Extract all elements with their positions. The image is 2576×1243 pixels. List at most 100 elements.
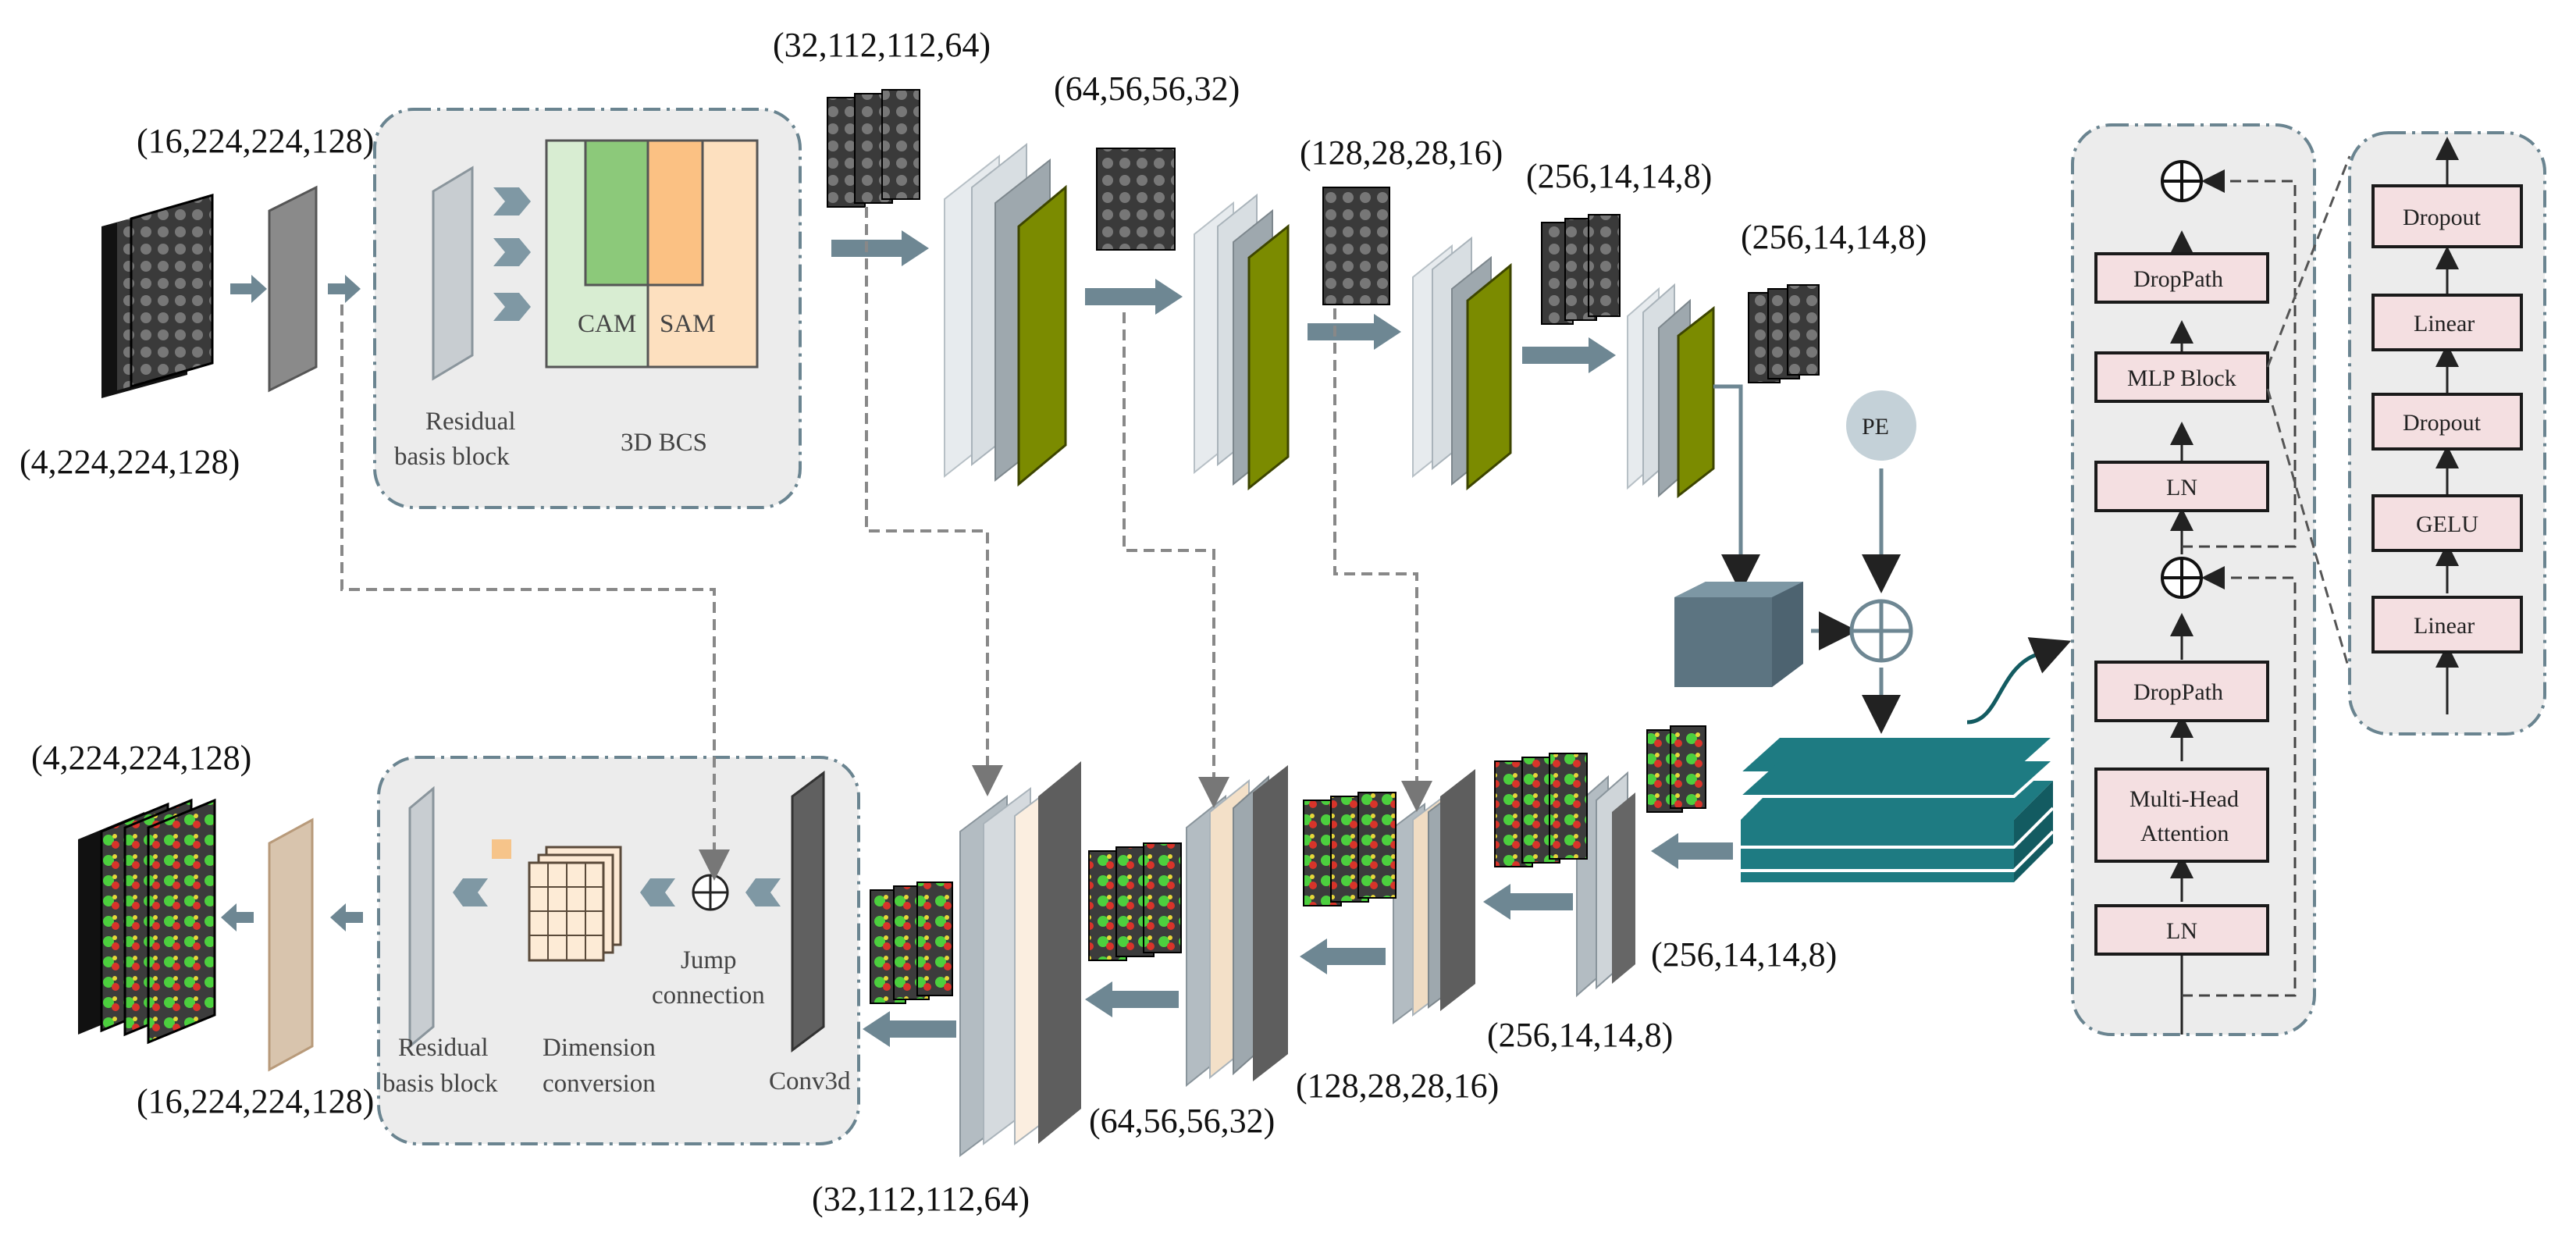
ln-top-label: LN xyxy=(2166,475,2197,500)
bcs-residual-label-2: basis block xyxy=(394,443,510,471)
mlp-linear-bottom-label: Linear xyxy=(2414,613,2475,639)
decoder-seg-map-2 xyxy=(1303,792,1397,906)
mha-label-2: Attention xyxy=(2140,821,2229,846)
output-dim-label: (4,224,224,128) xyxy=(31,739,251,777)
enc-arrow-3 xyxy=(1308,314,1401,350)
mlp-linear-top-label: Linear xyxy=(2414,311,2475,337)
d1-dim-label: (64,56,56,32) xyxy=(1089,1102,1275,1140)
conv3d-block xyxy=(791,771,825,1052)
decoder-stage-2 xyxy=(1186,765,1288,1088)
dec-residual-block xyxy=(408,785,435,1049)
d2-dim-label: (128,28,28,16) xyxy=(1296,1067,1499,1105)
conv3d-label: Conv3d xyxy=(769,1067,851,1095)
cam-label: CAM xyxy=(578,310,636,338)
stem-dim-label: (16,224,224,128) xyxy=(137,122,374,160)
stage4-feature-maps xyxy=(1541,214,1621,325)
dimension-label-1: Dimension xyxy=(543,1034,656,1062)
encoder-stage-3 xyxy=(1412,236,1512,491)
stage5-feature-maps xyxy=(1748,284,1820,383)
stage2-dim-label: (64,56,56,32) xyxy=(1054,69,1240,108)
stage1-feature-maps xyxy=(827,89,920,208)
stem-arrow-1 xyxy=(230,275,267,303)
stem-arrow-2 xyxy=(328,275,361,303)
output-segmentation-volume xyxy=(78,798,216,1045)
droppath-top-label: DropPath xyxy=(2133,266,2223,292)
enc-arrow-2 xyxy=(1085,279,1183,315)
decoder-seg-map-3 xyxy=(1494,753,1588,867)
transformer-add-node-top xyxy=(2161,160,2203,202)
pe-add-node xyxy=(1849,599,1913,663)
dec-arrow-2 xyxy=(1300,938,1386,974)
stage4-dim-label: (256,14,14,8) xyxy=(1526,157,1712,195)
mlp-gelu-label: GELU xyxy=(2416,511,2478,537)
droppath-bottom-label: DropPath xyxy=(2133,679,2223,705)
pe-label: PE xyxy=(1862,414,1889,440)
patch-embedding-block xyxy=(1674,582,1803,687)
dec-chevron-2 xyxy=(640,878,675,906)
decoder-seg-map-0 xyxy=(870,881,953,1004)
ln-block-top xyxy=(2094,461,2269,512)
stage5-dim-label: (256,14,14,8) xyxy=(1741,218,1927,256)
ln-bottom-label: LN xyxy=(2166,918,2197,944)
decoder-seg-map-1 xyxy=(1088,842,1182,961)
stage2-feature-map xyxy=(1096,148,1176,251)
jump-label-1: Jump xyxy=(681,946,737,974)
d4-dim-label: (256,14,14,8) xyxy=(1651,935,1837,974)
dec-residual-label-1: Residual xyxy=(398,1034,488,1062)
stage3-dim-label: (128,28,28,16) xyxy=(1300,134,1503,172)
encoder-stage-4 xyxy=(1627,283,1715,499)
jump-label-2: connection xyxy=(652,981,765,1010)
stage1-dim-label: (32,112,112,64) xyxy=(773,26,991,64)
dimension-label-2: conversion xyxy=(543,1070,656,1098)
dec-arrow-0 xyxy=(1651,833,1733,869)
mlp-dropout-bottom-label: Dropout xyxy=(2403,410,2482,436)
sam-label: SAM xyxy=(660,310,716,338)
dec-chevron-3 xyxy=(453,878,488,906)
mlp-gelu xyxy=(2371,494,2523,552)
stem-conv-block xyxy=(268,185,318,393)
stage3-feature-map xyxy=(1322,187,1390,305)
cam-sam-block xyxy=(545,139,759,369)
mlp-block-label: MLP Block xyxy=(2127,365,2236,391)
d0-dim-label: (32,112,112,64) xyxy=(812,1180,1030,1218)
decoder-seg-map-4 xyxy=(1646,725,1706,813)
input-dim-label: (4,224,224,128) xyxy=(20,443,240,481)
out-arrow-1 xyxy=(330,903,363,931)
mha-label-1: Multi-Head xyxy=(2129,786,2239,812)
transformer-stack xyxy=(1741,736,2055,882)
d3-dim-label: (256,14,14,8) xyxy=(1487,1016,1673,1054)
mlp-expand-lines xyxy=(2266,155,2351,672)
ln-block-bottom xyxy=(2094,904,2269,956)
output-conv-block xyxy=(268,817,314,1072)
dec-arrow-1 xyxy=(1483,884,1573,920)
dec-arrow-3 xyxy=(1085,981,1179,1017)
out-arrow-2 xyxy=(221,903,254,931)
mlp-dropout-top xyxy=(2371,184,2523,248)
mlp-linear-top xyxy=(2371,294,2523,351)
mlp-dropout-bottom xyxy=(2371,393,2523,451)
dec-residual-label-2: basis block xyxy=(382,1070,498,1098)
decoder-stage-1 xyxy=(959,761,1081,1157)
decoder-stage-3 xyxy=(1393,769,1475,1024)
skip-connections xyxy=(340,207,1432,881)
mlp-dropout-top-label: Dropout xyxy=(2403,205,2482,230)
multi-head-attention-block xyxy=(2094,768,2269,863)
dec-chevron-1 xyxy=(745,878,781,906)
droppath-block-top xyxy=(2094,252,2269,304)
bcs-module-label: 3D BCS xyxy=(621,429,707,457)
pe-node xyxy=(1846,390,1916,461)
dec-arrow-4 xyxy=(863,1011,956,1047)
enc-arrow-4 xyxy=(1522,337,1616,373)
transformer-residual-paths xyxy=(2182,169,2297,997)
input-volume xyxy=(101,194,214,398)
bcs-residual-label-1: Residual xyxy=(425,408,515,436)
out-block-dim-label: (16,224,224,128) xyxy=(137,1082,374,1120)
encoder-stage-2 xyxy=(1194,193,1290,491)
enc-arrow-1 xyxy=(831,230,929,266)
jump-add-node xyxy=(692,874,729,911)
enc-to-embed-line xyxy=(1713,384,1760,593)
droppath-block-bottom xyxy=(2094,661,2269,722)
mlp-linear-bottom xyxy=(2371,596,2523,654)
dimension-conversion-cube xyxy=(492,839,622,962)
